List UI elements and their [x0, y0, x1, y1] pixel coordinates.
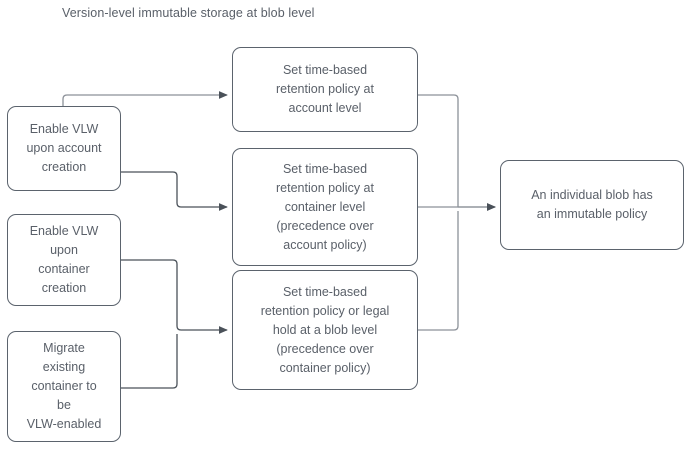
edge-policy-account-to-outcome: [418, 94, 496, 212]
node-migrate-existing-container[interactable]: Migrate existing container to be VLW-ena…: [7, 331, 121, 442]
edge-container-create-to-policy-blob: [121, 259, 228, 335]
edge-policy-blob-to-outcome: [418, 211, 459, 331]
node-individual-blob-immutable-policy[interactable]: An individual blob has an immutable poli…: [500, 160, 684, 250]
edge-account-create-to-policy-account: [62, 90, 228, 106]
node-label: Enable VLW upon container creation: [29, 224, 99, 295]
node-label: Enable VLW upon account creation: [26, 122, 102, 174]
node-label: Set time-based retention policy at accou…: [276, 63, 374, 115]
node-retention-policy-blob-level[interactable]: Set time-based retention policy or legal…: [232, 270, 418, 390]
node-label: Set time-based retention policy or legal…: [260, 284, 390, 375]
node-enable-vlw-account-creation[interactable]: Enable VLW upon account creation: [7, 106, 121, 191]
edge-migrate-to-policy-blob: [121, 334, 178, 389]
node-label: Set time-based retention policy at conta…: [276, 161, 374, 252]
node-label: An individual blob has an immutable poli…: [531, 188, 653, 221]
node-enable-vlw-container-creation[interactable]: Enable VLW upon container creation: [7, 214, 121, 306]
node-retention-policy-account-level[interactable]: Set time-based retention policy at accou…: [232, 47, 418, 132]
node-retention-policy-container-level[interactable]: Set time-based retention policy at conta…: [232, 148, 418, 266]
diagram-title: Version-level immutable storage at blob …: [62, 6, 315, 20]
node-label: Migrate existing container to be VLW-ena…: [26, 341, 102, 431]
edge-account-create-to-policy-container: [121, 171, 228, 212]
